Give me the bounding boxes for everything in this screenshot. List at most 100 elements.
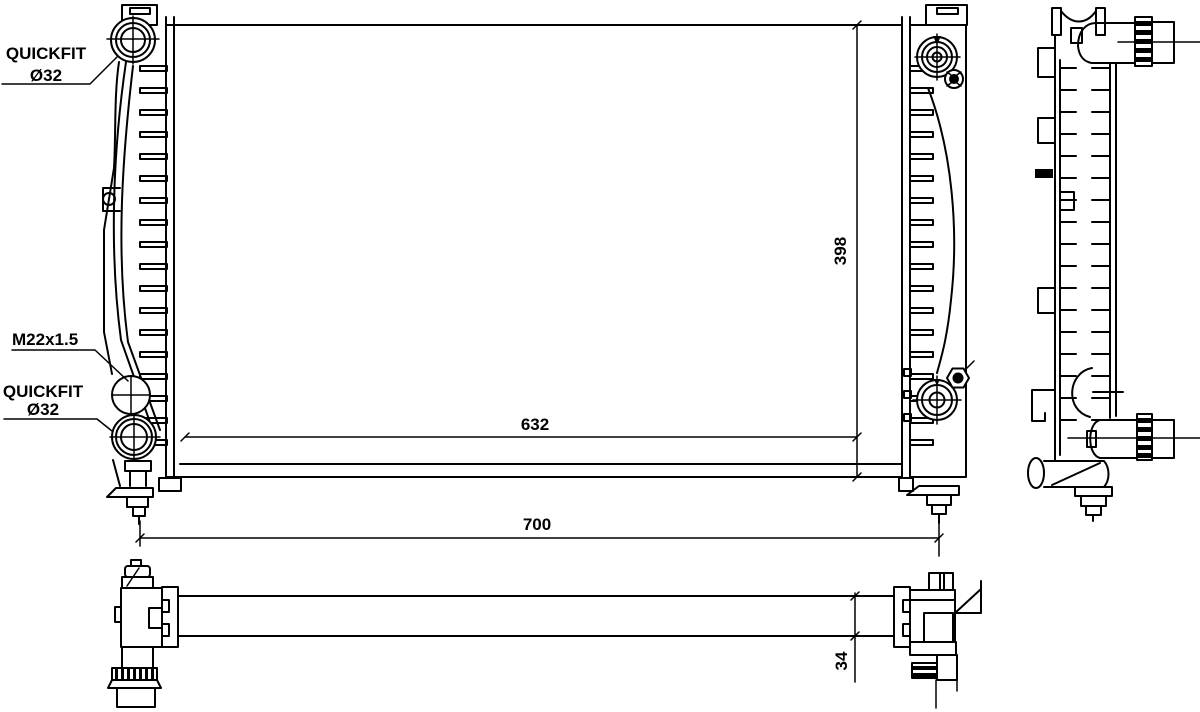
outlet-detail [1086,430,1097,448]
dimension-core-height: 398 [831,20,862,482]
quickfit-port-top [106,15,160,65]
dimension-pin-spacing: 700 [135,515,944,557]
left-tank [102,4,182,525]
outlet-clamp-band [1137,418,1152,423]
side-drain-knob [1027,457,1045,489]
bv-right-clamp-band [912,666,937,670]
bv-right-drop-lines [935,679,958,709]
right-plate-foot [898,477,914,492]
quickfit-bottom-size-label: Ø32 [27,400,59,419]
dimension-core-depth: 34 [832,591,860,683]
dim-632-text: 632 [521,415,549,434]
bv-right-header-strip [893,586,911,648]
side-bracket-c [1037,287,1056,314]
front-view [102,4,975,525]
bleed-cap [944,69,964,89]
right-top-tab-slot [936,7,959,15]
quickfit-bottom-leader [3,418,113,432]
right-tank-outline [909,24,967,478]
filler-arrow [933,36,941,45]
inlet-detail [1070,27,1083,44]
bv-left-cap-hatch [126,567,140,587]
bv-right-clamp-band [912,673,937,677]
side-hook-bracket [1031,389,1056,422]
dim-700-extensions [139,520,940,557]
right-pin-step2 [931,504,947,515]
side-bracket-a [1037,47,1056,78]
bottom-core-band [177,595,895,637]
right-pin-step1 [926,494,952,506]
outlet-arrow [934,379,940,386]
left-tank-ribs [139,65,168,446]
outlet-body [1089,419,1138,459]
bv-left-pipe [121,646,154,669]
bleed-cap-center [949,74,959,84]
quickfit-top-label: QUICKFIT [6,44,87,63]
mounting-pin-left [106,487,154,525]
left-lower-ladder [124,460,152,472]
side-ribs-left [1059,67,1077,421]
drain-plug-hex [946,360,975,389]
left-lower-struts [112,459,147,487]
left-plate-foot [158,477,182,492]
left-tank-contour-b [120,65,161,431]
side-bracket-b [1037,117,1056,144]
bv-left-inner [148,607,163,629]
side-core-edge [1109,62,1117,419]
quickfit-port-bottom [109,413,161,461]
mounting-pin-right [906,485,960,524]
side-inlet-pipe [1070,16,1200,67]
outlet-end-cap [1151,419,1175,459]
quickfit-top-crosshair [106,15,160,65]
bv-left-header-strip [161,586,179,648]
inlet-clamp-band [1135,57,1152,62]
left-bracket-hole [102,192,116,206]
bleed-cap-knurl [946,71,962,87]
thread-port-leader [11,349,129,382]
dim-34-ticks [850,591,860,641]
radiator-core [165,24,903,478]
side-pin-step2 [1085,505,1102,516]
outlet-clamp-band [1137,453,1152,458]
side-top-saddle [1051,7,1106,36]
left-tank-contour-a [112,61,153,429]
outlet-port [912,375,962,425]
plate-clip-1 [903,368,912,377]
callouts: QUICKFIT Ø32 M22x1.5 QUICKFIT Ø32 [1,44,129,432]
bv-right-inner [923,612,954,643]
side-clip [1035,169,1053,178]
side-tank-bulge [1071,367,1124,418]
quickfit-top-leader [1,56,118,85]
dimensions: 632 398 700 [135,20,944,557]
side-view [1027,7,1200,522]
dim-398-ticks [852,20,862,482]
inlet-elbow [1077,22,1136,64]
side-outlet-pipe [1067,413,1200,461]
dim-34-text: 34 [832,651,851,670]
right-pin-flange [906,485,960,496]
plate-clip-3 [903,413,912,422]
hex-plug-center [952,372,964,384]
quickfit-top-size-label: Ø32 [30,66,62,85]
side-pin-flange [1074,486,1113,497]
inlet-clamp-band [1135,48,1152,53]
saddle-flange-right [1095,7,1106,36]
side-lower-cylinder [1043,460,1110,488]
filler-cap [914,33,961,81]
bv-right-flag-bracket [954,580,982,614]
side-mounting-pin [1074,486,1113,522]
hex-plug-tick [965,360,975,370]
side-pin-step1 [1080,495,1107,507]
bv-right-body [909,589,956,643]
inlet-clamp-band [1135,21,1152,26]
dimension-core-width: 632 [180,415,862,442]
dim-398-text: 398 [831,237,850,265]
side-ribs-right [1091,67,1111,421]
left-tank-outline [103,61,120,375]
saddle-curve [1060,10,1097,23]
left-mount-bracket [102,187,121,212]
dim-700-text: 700 [523,515,551,534]
left-pin-flange [106,487,154,498]
